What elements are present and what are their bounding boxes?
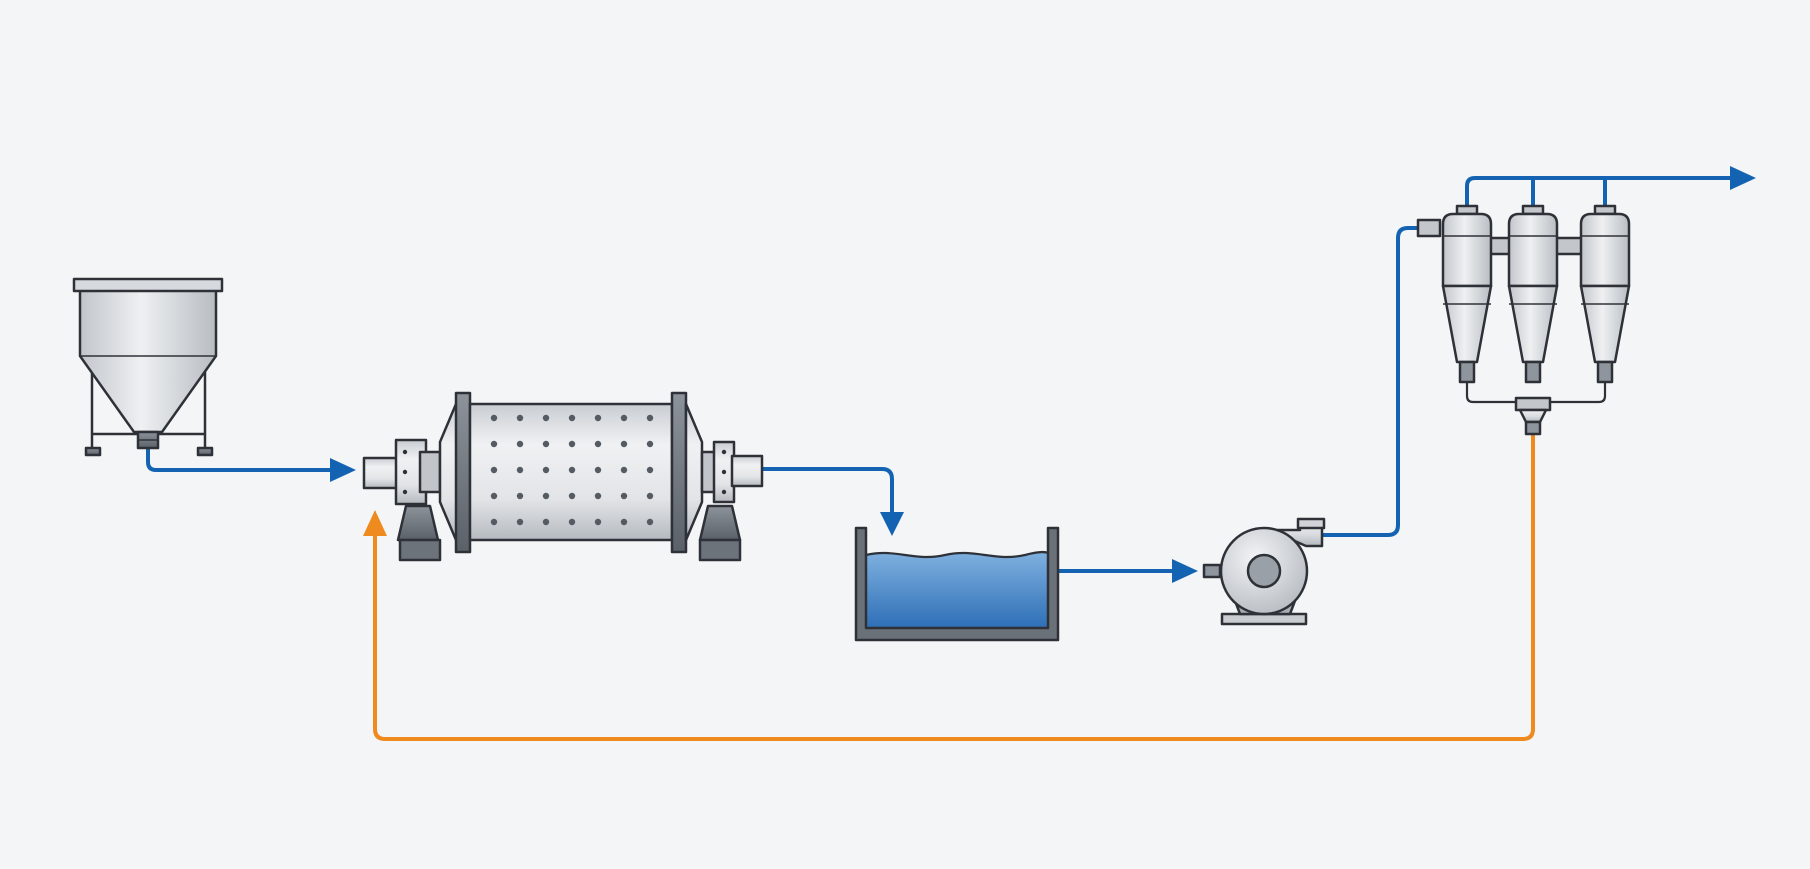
- mill-bolt-dot: [542, 492, 550, 500]
- mill-bolt-dot: [646, 466, 654, 474]
- mill-bolt-dot: [542, 440, 550, 448]
- mill-bolt-dot: [646, 414, 654, 422]
- mill-bolt-dot: [568, 440, 576, 448]
- mill-bolt-dot: [646, 518, 654, 526]
- mill-bolt-dot: [620, 492, 628, 500]
- mill-discharge-arrowhead: [880, 512, 904, 536]
- hydrocyclone-cluster-icon: [1416, 204, 1631, 436]
- mill-bolt-dot: [594, 440, 602, 448]
- mill-bolt-dot: [646, 440, 654, 448]
- mill-bolt-dot: [568, 466, 576, 474]
- mill-bolt-dot: [490, 492, 498, 500]
- mill-bolt-dot: [490, 414, 498, 422]
- mill-bolt-dot: [594, 414, 602, 422]
- overflow-arrowhead: [1730, 166, 1756, 190]
- mill-bolt-dot: [542, 518, 550, 526]
- feed-arrowhead: [330, 458, 356, 482]
- mill-bolt-dot: [620, 414, 628, 422]
- mill-bolt-dot: [568, 518, 576, 526]
- mill-bolt-dot: [516, 518, 524, 526]
- mill-bolt-dot: [594, 492, 602, 500]
- mill-bolt-dot: [490, 440, 498, 448]
- hydrocyclone-icon: [1507, 204, 1559, 384]
- hydrocyclone-icon: [1441, 204, 1493, 384]
- mill-bolt-dot: [568, 492, 576, 500]
- feed-hopper-icon: [72, 277, 224, 457]
- mill-bolt-dot: [490, 466, 498, 474]
- slurry-tank-icon: [854, 526, 1060, 642]
- mill-bolt-dot: [542, 414, 550, 422]
- mill-bolt-dot: [542, 466, 550, 474]
- mill-bolt-dot: [568, 414, 576, 422]
- mill-bolt-dot: [594, 466, 602, 474]
- hydrocyclone-icon: [1579, 204, 1631, 384]
- mill-discharge-line: [758, 467, 894, 514]
- mill-bolt-dot: [516, 414, 524, 422]
- mill-bolt-dot: [620, 440, 628, 448]
- pump-discharge-line: [1316, 226, 1438, 537]
- feed-line: [146, 446, 332, 472]
- tank-outlet-arrowhead: [1172, 559, 1198, 583]
- mill-bolt-dot: [646, 492, 654, 500]
- mill-bolt-dot: [594, 518, 602, 526]
- mill-bolt-dot: [516, 440, 524, 448]
- recycle-arrowhead: [363, 510, 387, 536]
- mill-bolt-dot: [516, 466, 524, 474]
- mill-bolt-dot: [620, 466, 628, 474]
- slurry-pump-icon: [1202, 517, 1326, 626]
- ball-mill-icon: [362, 391, 764, 562]
- mill-bolt-dot: [516, 492, 524, 500]
- overflow-header-line: [1465, 176, 1732, 208]
- underflow-recycle-line: [373, 432, 1535, 741]
- mill-bolt-dot: [490, 518, 498, 526]
- mill-bolt-dot: [620, 518, 628, 526]
